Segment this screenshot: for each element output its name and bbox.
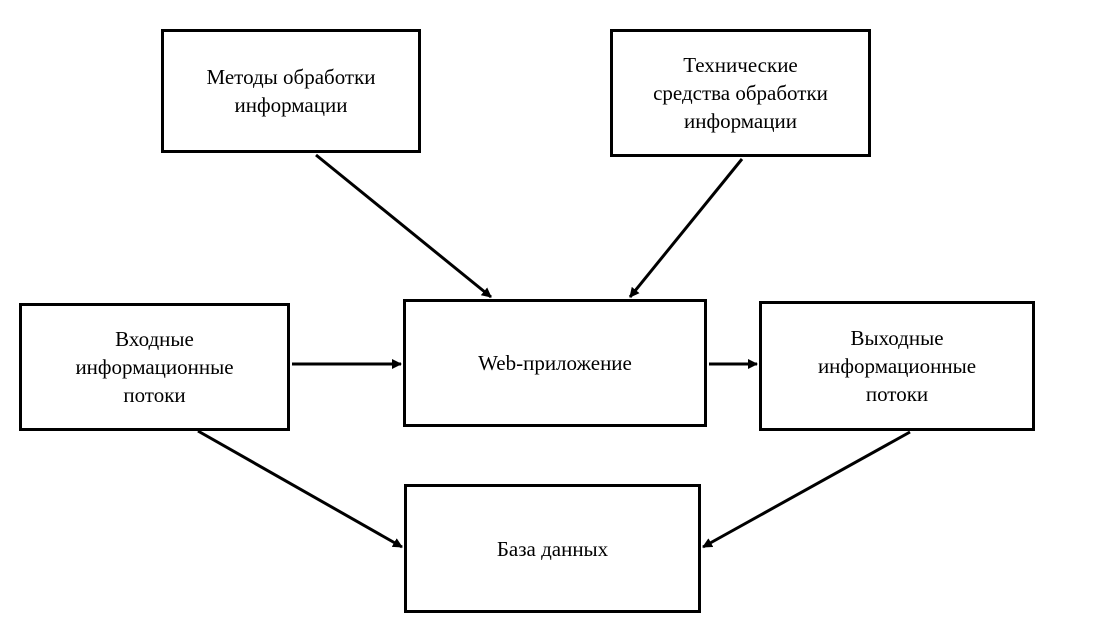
arrow-input-to-db — [197, 429, 403, 549]
node-processing-methods: Методы обработки информации — [161, 29, 421, 153]
arrow-methods-to-webapp — [315, 153, 492, 299]
node-web-application: Web-приложение — [403, 299, 707, 427]
node-input-streams: Входные информационные потоки — [19, 303, 290, 431]
node-database: База данных — [404, 484, 701, 613]
node-technical-means: Технические средства обработки информаци… — [610, 29, 871, 157]
arrow-output-to-db — [702, 430, 911, 549]
arrow-tech-to-webapp — [628, 158, 744, 298]
node-output-streams: Выходные информационные потоки — [759, 301, 1035, 431]
